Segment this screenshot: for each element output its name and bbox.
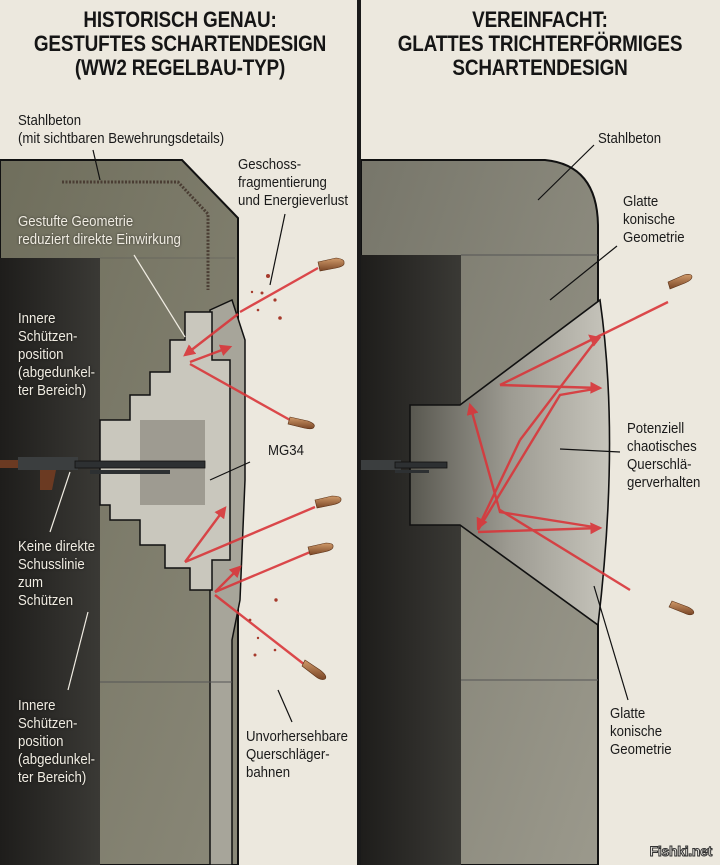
label-line: Geometrie xyxy=(623,229,685,246)
right-bunker xyxy=(360,144,695,865)
label-inner-position-bottom: Innere Schützen- position (abgedunkel- t… xyxy=(18,697,95,787)
right-leader-lines xyxy=(537,144,629,701)
label-stepped-geometry: Gestufte Geometrie reduziert direkte Ein… xyxy=(18,213,181,249)
label-line: chaotisches xyxy=(627,438,697,455)
title-line: SCHARTENDESIGN xyxy=(452,55,628,80)
left-panel-title: HISTORISCH GENAU: GESTUFTES SCHARTENDESI… xyxy=(8,8,352,80)
label-line: Querschläger- xyxy=(246,746,330,763)
label-line: (mit sichtbaren Bewehrungsdetails) xyxy=(18,130,225,147)
label-line: (abgedunkel- xyxy=(18,364,96,381)
label-line: bahnen xyxy=(246,764,291,781)
title-line: VEREINFACHT: xyxy=(472,7,608,32)
bullet-icon xyxy=(314,495,342,509)
label-line: Potenziell xyxy=(627,420,685,437)
label-no-direct-line: Keine direkte Schusslinie zum Schützen xyxy=(18,538,95,610)
label-line: ter Bereich) xyxy=(18,769,87,786)
right-panel-title: VEREINFACHT: GLATTES TRICHTERFÖRMIGES SC… xyxy=(368,8,712,80)
label-stahlbeton-right: Stahlbeton xyxy=(598,130,661,148)
label-chaotic-ricochet: Potenziell chaotisches Querschlä- gerver… xyxy=(627,420,700,492)
bullet-icon xyxy=(307,542,334,556)
label-line: Gestufte Geometrie xyxy=(18,213,134,230)
label-line: Schützen- xyxy=(18,715,78,732)
bullet-icon xyxy=(287,416,315,430)
label-stahlbeton-left: Stahlbeton (mit sichtbaren Bewehrungsdet… xyxy=(18,112,224,148)
label-line: Querschlä- xyxy=(627,456,692,473)
label-line: reduziert direkte Einwirkung xyxy=(18,231,181,248)
label-ricochet-paths: Unvorhersehbare Querschläger- bahnen xyxy=(246,728,348,782)
label-line: Innere xyxy=(18,697,56,714)
label-line: Schützen- xyxy=(18,328,78,345)
label-line: position xyxy=(18,346,64,363)
label-fragmentation: Geschoss- fragmentierung und Energieverl… xyxy=(238,156,348,210)
label-line: Schützen xyxy=(18,592,74,609)
label-line: Glatte xyxy=(610,705,646,722)
bullet-icon xyxy=(668,600,695,616)
bullet-icon xyxy=(301,659,327,680)
label-mg34: MG34 xyxy=(268,442,304,460)
label-line: Geschoss- xyxy=(238,156,302,173)
label-line: (abgedunkel- xyxy=(18,751,96,768)
label-line: Keine direkte xyxy=(18,538,96,555)
bullet-icon xyxy=(667,274,693,290)
left-bunker xyxy=(0,149,345,865)
right-ricochets xyxy=(466,300,669,592)
right-interior-dark xyxy=(361,255,461,865)
title-line: GESTUFTES SCHARTENDESIGN xyxy=(33,31,327,56)
left-mg34-gun xyxy=(0,457,206,490)
label-line: zum xyxy=(18,574,43,591)
label-line: und Energieverlust xyxy=(238,192,349,209)
label-smooth-conical-top: Glatte konische Geometrie xyxy=(623,193,685,247)
label-line: konische xyxy=(623,211,676,228)
label-line: gerverhalten xyxy=(627,474,701,491)
left-leader-lines xyxy=(92,149,293,723)
label-line: fragmentierung xyxy=(238,174,327,191)
label-inner-position-top: Innere Schützen- position (abgedunkel- t… xyxy=(18,310,95,400)
label-line: ter Bereich) xyxy=(18,382,87,399)
label-smooth-conical-bottom: Glatte konische Geometrie xyxy=(610,705,672,759)
left-bullets xyxy=(287,257,345,680)
title-line: GLATTES TRICHTERFÖRMIGES xyxy=(397,31,683,56)
right-mg34-gun xyxy=(361,460,448,473)
label-line: Stahlbeton xyxy=(598,130,662,147)
title-line: HISTORISCH GENAU: xyxy=(83,7,277,32)
label-line: Unvorhersehbare xyxy=(246,728,348,745)
left-ricochets-lower xyxy=(184,505,316,666)
rebar xyxy=(62,180,210,290)
label-line: Schusslinie xyxy=(18,556,85,573)
title-line: (WW2 REGELBAU-TYP) xyxy=(74,55,286,80)
left-ricochets-upper xyxy=(183,266,319,422)
left-interior-dark xyxy=(0,258,100,865)
debris xyxy=(248,274,282,657)
label-line: position xyxy=(18,733,64,750)
label-line: Stahlbeton xyxy=(18,112,82,129)
label-line: Glatte xyxy=(623,193,659,210)
label-line: konische xyxy=(610,723,663,740)
watermark: Fishki.net xyxy=(649,843,713,860)
panel-divider xyxy=(357,0,361,865)
label-line: Geometrie xyxy=(610,741,672,758)
bullet-icon xyxy=(317,257,345,272)
label-line: MG34 xyxy=(268,442,304,459)
right-bullets xyxy=(667,274,695,616)
label-line: Innere xyxy=(18,310,56,327)
